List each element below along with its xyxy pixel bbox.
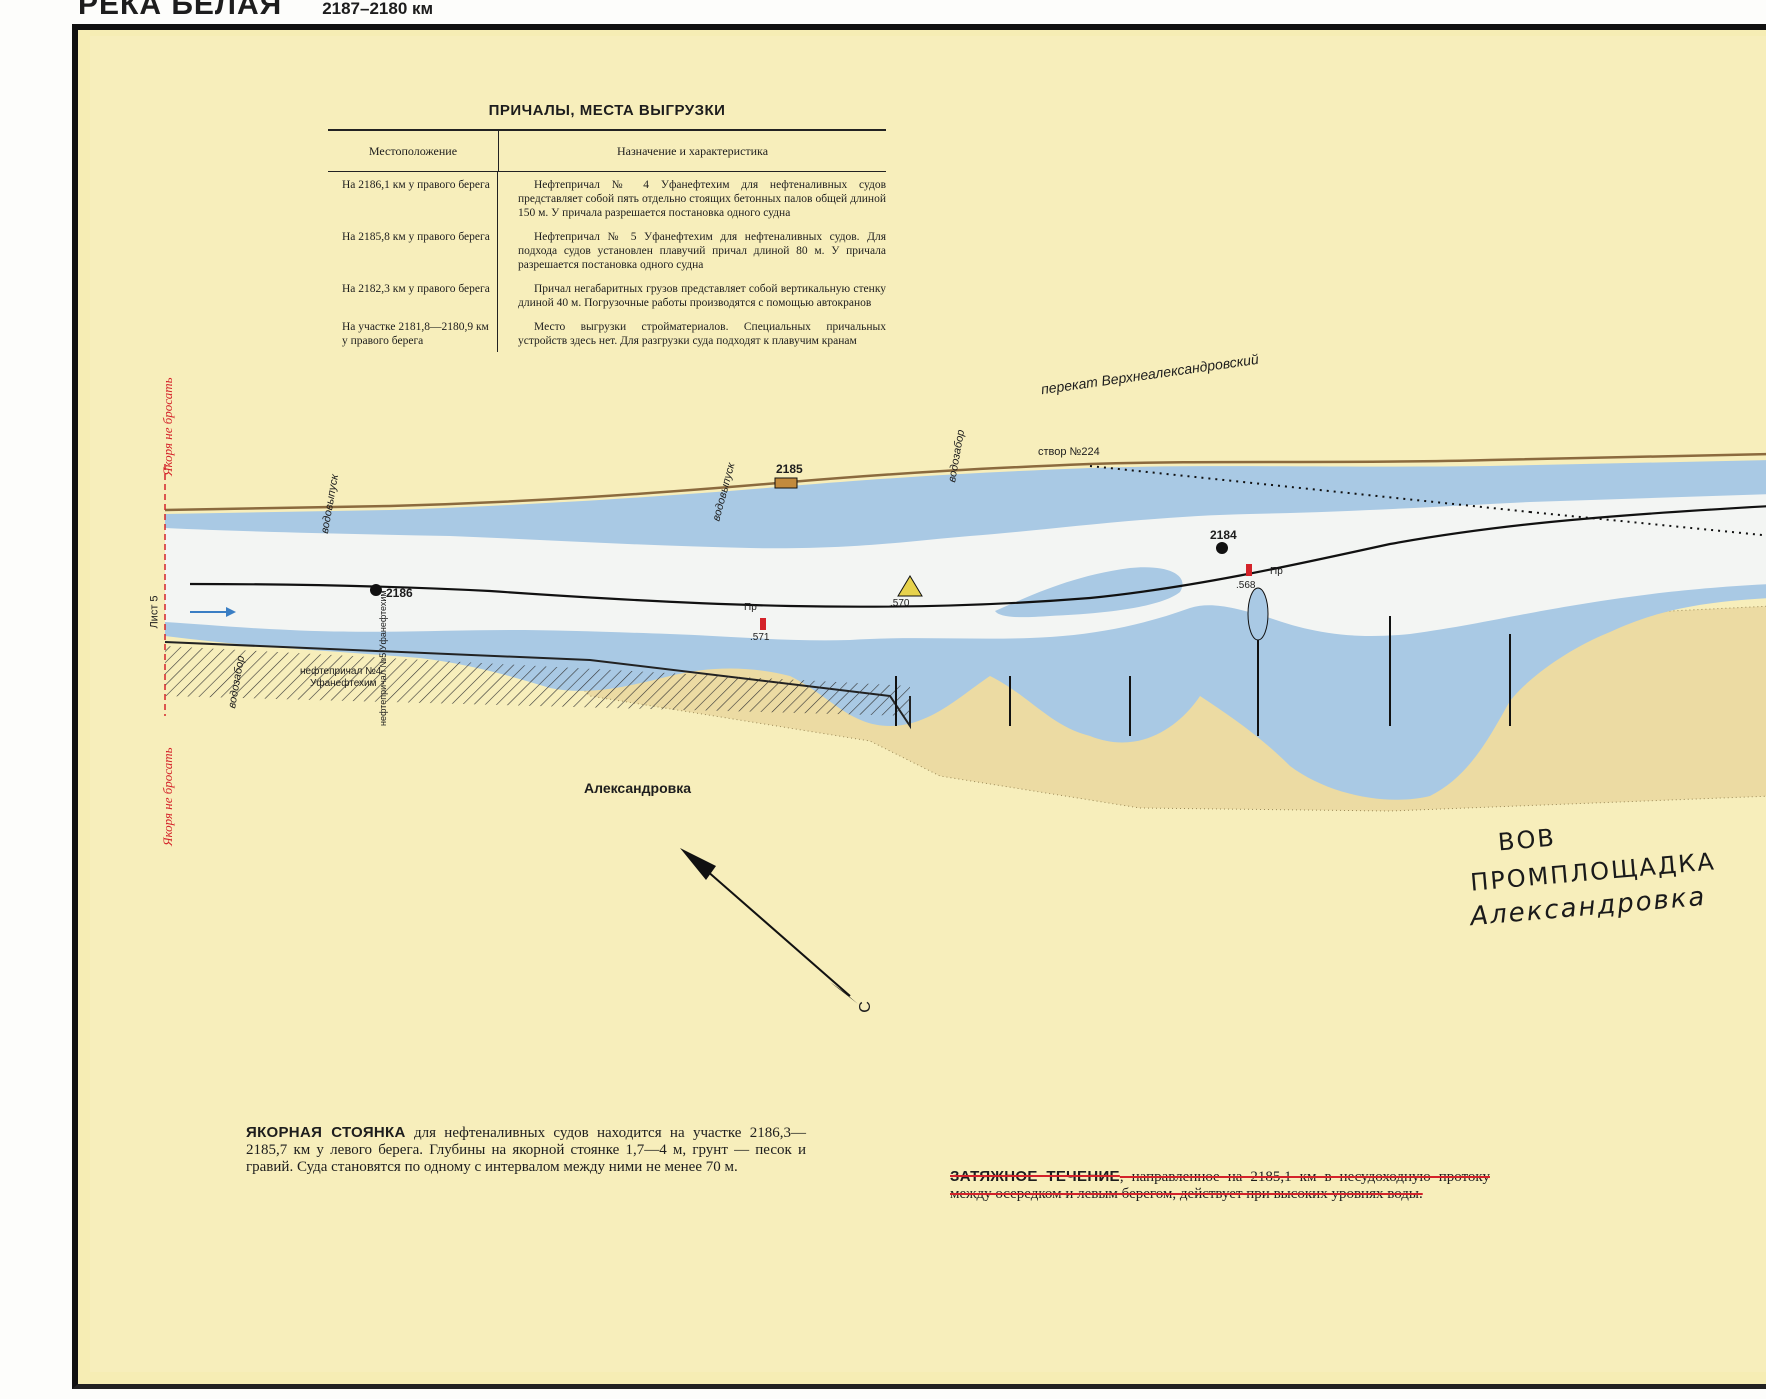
piers-table: ПРИЧАЛЫ, МЕСТА ВЫГРУЗКИ Местоположение Н… bbox=[328, 102, 886, 352]
table-row: На участке 2181,8—2180,9 км у правого бе… bbox=[328, 314, 886, 352]
sheet-label: Лист 5 bbox=[148, 595, 161, 629]
buoy-570 bbox=[897, 575, 923, 597]
island-shoal bbox=[995, 567, 1183, 618]
flow-arrow-head bbox=[226, 607, 236, 617]
current-note: ЗАТЯЖНОЕ ТЕЧЕНИЕ, направленное на 2185,1… bbox=[950, 1168, 1490, 1203]
km-2184-label: 2184 bbox=[1210, 528, 1237, 542]
river-name: РЕКА БЕЛАЯ bbox=[78, 0, 283, 21]
buoy-571-label: .571 bbox=[750, 632, 770, 643]
row-description: Нефтепричал № 5 Уфанефтехим для нефтенал… bbox=[518, 231, 886, 271]
col-description: Назначение и характеристика bbox=[616, 143, 769, 158]
table-title: ПРИЧАЛЫ, МЕСТА ВЫГРУЗКИ bbox=[488, 102, 726, 119]
buoy-568 bbox=[1246, 564, 1252, 576]
km-post-2186 bbox=[370, 584, 382, 596]
row-location: На 2185,8 км у правого берега bbox=[328, 224, 498, 276]
pier4-label: нефтепричал №4 bbox=[300, 666, 382, 677]
row-description: Причал негабаритных грузов представляет … bbox=[518, 283, 886, 309]
row-description: Нефтепричал № 4 Уфанефтехим для нефтенал… bbox=[518, 179, 886, 219]
page-header: РЕКА БЕЛАЯ 2187–2180 км bbox=[78, 0, 433, 22]
north-label: С bbox=[856, 1001, 874, 1013]
handwritten-line-1: ВОВ bbox=[1496, 823, 1557, 857]
table-row: На 2182,3 км у правого берега Причал нег… bbox=[328, 276, 886, 314]
km-post-2184 bbox=[1216, 542, 1228, 554]
north-arrow-head bbox=[680, 848, 716, 880]
chart-sheet: ПРИЧАЛЫ, МЕСТА ВЫГРУЗКИ Местоположение Н… bbox=[72, 24, 1766, 1389]
row-location: На участке 2181,8—2180,9 км у правого бе… bbox=[328, 314, 498, 352]
col-location: Местоположение bbox=[328, 131, 499, 171]
pr-label: Пр bbox=[744, 602, 757, 613]
chart-paper: ПРИЧАЛЫ, МЕСТА ВЫГРУЗКИ Местоположение Н… bbox=[90, 36, 1766, 1372]
km-2185-label: 2185 bbox=[776, 462, 803, 476]
row-location: На 2182,3 км у правого берега bbox=[328, 276, 498, 314]
anchorage-title: ЯКОРНАЯ СТОЯНКА bbox=[246, 1124, 406, 1141]
pier4-company: Уфанефтехим bbox=[310, 678, 377, 689]
anchor-no-label-bottom: Якоря не бросать bbox=[160, 747, 175, 847]
buoy-568-label: .568 bbox=[1236, 580, 1256, 591]
north-arrow-tail bbox=[830, 982, 858, 1004]
embankment bbox=[165, 646, 910, 716]
stvor-label: створ №224 bbox=[1038, 446, 1100, 458]
anchorage-note: ЯКОРНАЯ СТОЯНКА для нефтеналивных судов … bbox=[246, 1124, 806, 1176]
navigable-channel bbox=[165, 494, 1766, 641]
current-title: ЗАТЯЖНОЕ ТЕЧЕНИЕ bbox=[950, 1168, 1120, 1185]
buoy-570-label: .570 bbox=[890, 598, 910, 609]
row-location: На 2186,1 км у правого берега bbox=[328, 172, 498, 224]
village-label: Александровка bbox=[584, 780, 692, 796]
river-map bbox=[164, 452, 1766, 1004]
right-bank bbox=[164, 452, 1766, 512]
anchorage-text: для нефтеналивных судов находится на уча… bbox=[246, 1125, 807, 1175]
pr-label: Пр bbox=[1270, 566, 1283, 577]
km-post-2185 bbox=[774, 477, 798, 489]
buoy-571 bbox=[760, 618, 766, 630]
anchor-no-label-top: Якоря не бросать bbox=[160, 377, 175, 477]
north-arrow bbox=[689, 855, 851, 997]
km-2186-label: 2186 bbox=[386, 586, 413, 600]
table-row: На 2185,8 км у правого берега Нефтеприча… bbox=[328, 224, 886, 276]
table-header: Местоположение Назначение и характеристи… bbox=[328, 129, 886, 172]
fairway-axis bbox=[189, 505, 1766, 608]
buoy-floating-pier bbox=[1247, 587, 1269, 641]
km-range: 2187–2180 км bbox=[322, 0, 434, 18]
current-text: , направленное на 2185,1 км в несудоходн… bbox=[950, 1169, 1490, 1202]
row-description: Место выгрузки стройматериалов. Специаль… bbox=[518, 321, 886, 347]
pier5-label: нефтепричал №5 Уфанефтехим bbox=[378, 590, 388, 726]
table-row: На 2186,1 км у правого берега Нефтеприча… bbox=[328, 172, 886, 224]
